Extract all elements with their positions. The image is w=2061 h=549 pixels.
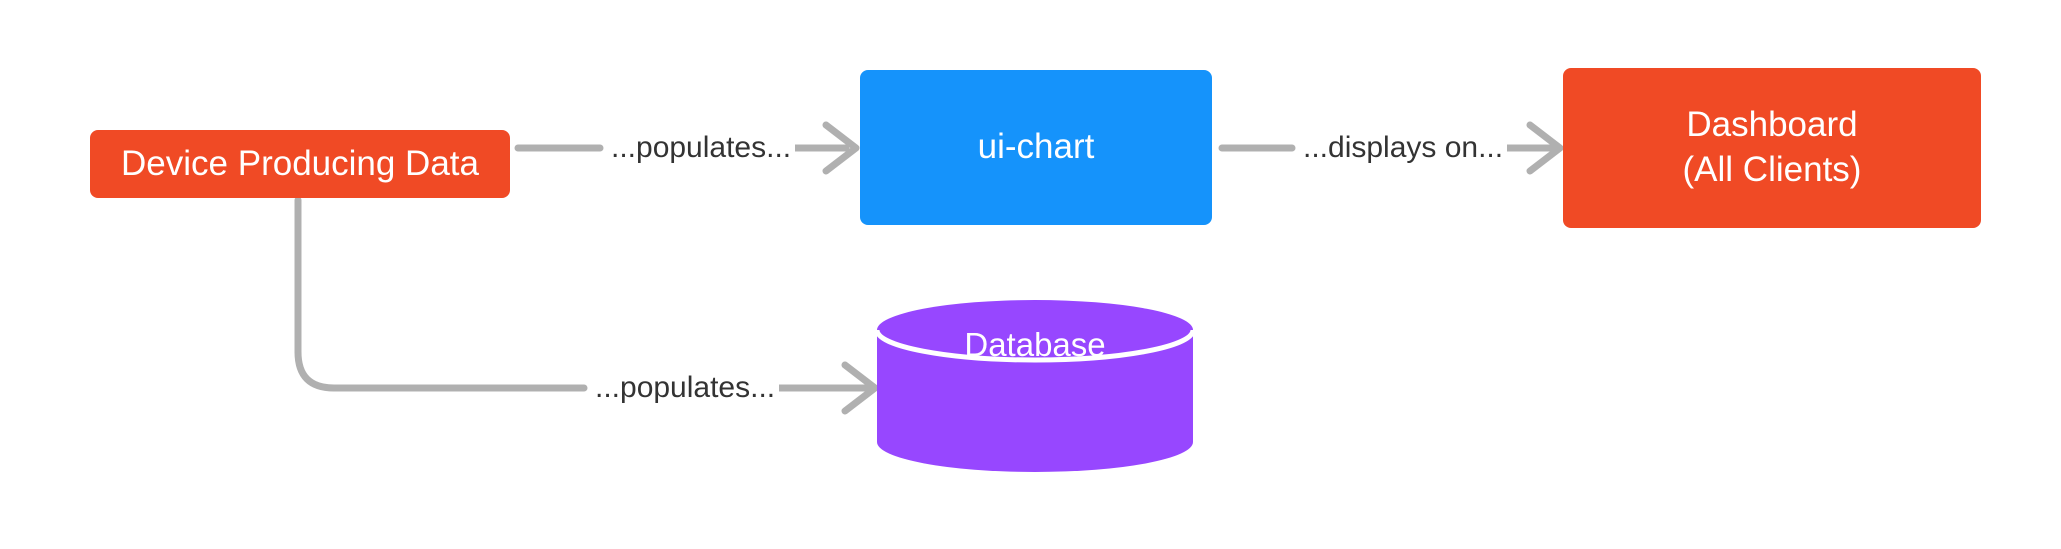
node-label: ui-chart — [977, 127, 1095, 167]
edge-label-populates-ui-chart: ...populates... — [607, 131, 796, 165]
cylinder-shape-icon — [875, 300, 1195, 472]
node-dashboard[interactable]: Dashboard (All Clients) — [1563, 68, 1981, 228]
node-device-producing-data[interactable]: Device Producing Data — [90, 130, 510, 198]
cylinder-top — [877, 300, 1193, 360]
edge-device-to-database — [294, 196, 879, 415]
cylinder-rim — [875, 329, 1195, 363]
edge-label-populates-database: ...populates... — [591, 371, 780, 405]
edge-label-displays-on: ...displays on... — [1299, 131, 1508, 165]
node-database[interactable]: Database — [875, 300, 1195, 472]
node-label: Dashboard (All Clients) — [1682, 105, 1862, 189]
arrowhead-icon — [841, 361, 879, 415]
node-ui-chart[interactable]: ui-chart — [860, 70, 1212, 225]
edge-elbow-path — [294, 196, 588, 392]
arrowhead-icon — [1526, 121, 1564, 175]
cylinder-body — [877, 330, 1193, 472]
node-label: Device Producing Data — [121, 143, 479, 183]
arrowhead-icon — [822, 121, 860, 175]
